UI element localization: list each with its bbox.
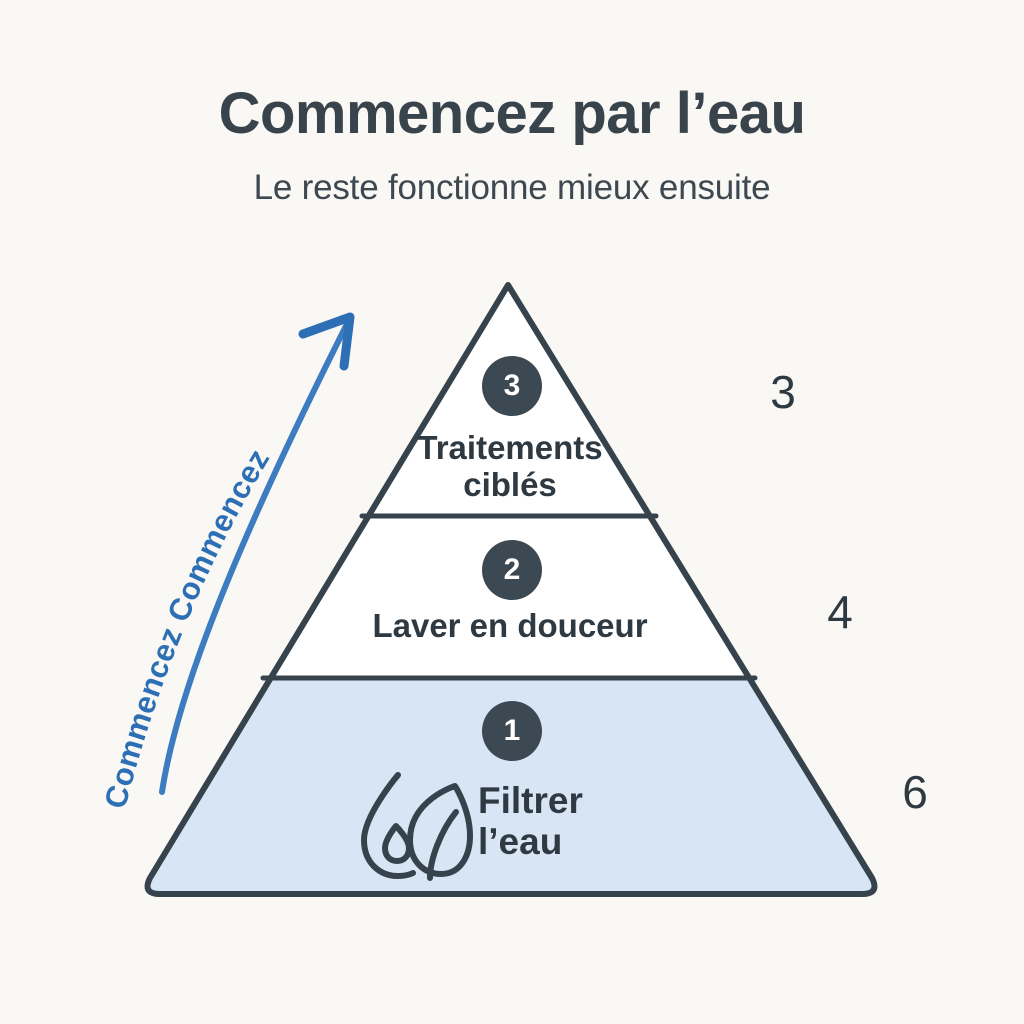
- pyramid-outline: [144, 282, 878, 897]
- tier-2-label: Laver en douceur: [372, 607, 648, 644]
- tier-2-badge-number: 2: [503, 553, 521, 586]
- side-annotation-6: 6: [902, 766, 928, 818]
- tier-3-badge: [482, 356, 542, 416]
- water-drop-leaf-icon: [361, 772, 473, 881]
- tier-3-badge-number: 3: [503, 369, 521, 402]
- tier-2-badge: [482, 540, 542, 600]
- tier-1-badge-number: 1: [503, 714, 521, 747]
- page-subtitle: Le reste fonctionne mieux ensuite: [253, 168, 771, 207]
- curved-up-arrow-icon: [159, 312, 355, 795]
- tier-3-label: Traitements ciblés: [417, 429, 603, 503]
- side-annotation-4: 4: [827, 586, 853, 638]
- tier-1-label: Filtrer l’eau: [478, 780, 583, 863]
- side-annotation-3: 3: [770, 366, 796, 418]
- page-title: Commencez par l’eau: [218, 81, 806, 146]
- tier-1-badge: [482, 701, 542, 761]
